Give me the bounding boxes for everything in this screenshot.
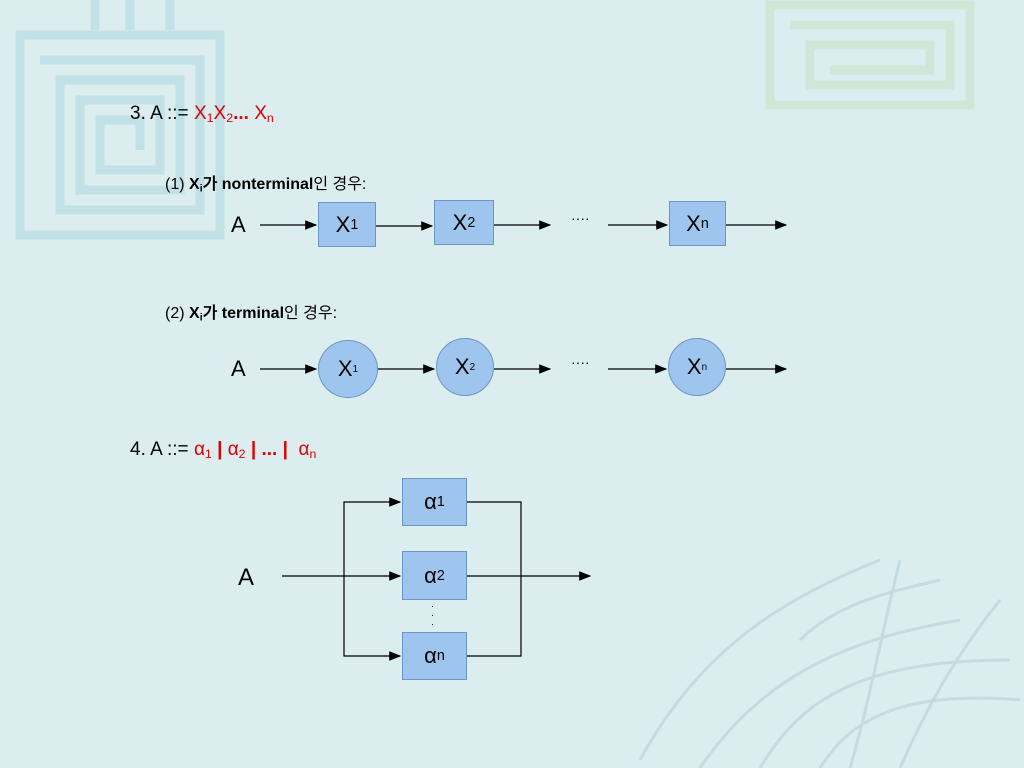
maze-pattern-top-left bbox=[15, 0, 225, 240]
case-2-heading: (2) Xi가 terminal인 경우: bbox=[165, 305, 338, 324]
d2-start-a: A bbox=[231, 356, 246, 381]
d3-branch-up bbox=[343, 497, 402, 576]
d3-branch-down bbox=[343, 576, 402, 661]
d1-start-a: A bbox=[231, 212, 246, 237]
d3-vertical-dots: · · · bbox=[431, 601, 434, 629]
d1-dots: ···· bbox=[571, 210, 590, 226]
case-1-heading: (1) Xi가 nonterminal인 경우: bbox=[165, 176, 367, 195]
rule-3-lhs: A ::= bbox=[150, 103, 189, 124]
d3-merge bbox=[467, 501, 522, 657]
rule-3-line: 3. A ::= X1X2... Xn bbox=[130, 103, 274, 125]
rule-3-number: 3. bbox=[130, 103, 146, 124]
grass-decoration-bottom-right bbox=[638, 558, 1021, 768]
rule-4-line: 4. A ::= α1 | α2 | ... | αn bbox=[130, 439, 316, 461]
rule-3-rhs: X1X2... Xn bbox=[193, 103, 274, 126]
rule-4-rhs: α1 | α2 | ... | αn bbox=[193, 439, 317, 462]
rule-4-lhs: A ::= bbox=[150, 439, 189, 460]
maze-pattern-top-right bbox=[765, 0, 975, 110]
rule-4-number: 4. bbox=[130, 439, 146, 460]
d3-start-a: A bbox=[238, 564, 255, 591]
d2-dots: ···· bbox=[571, 354, 590, 370]
